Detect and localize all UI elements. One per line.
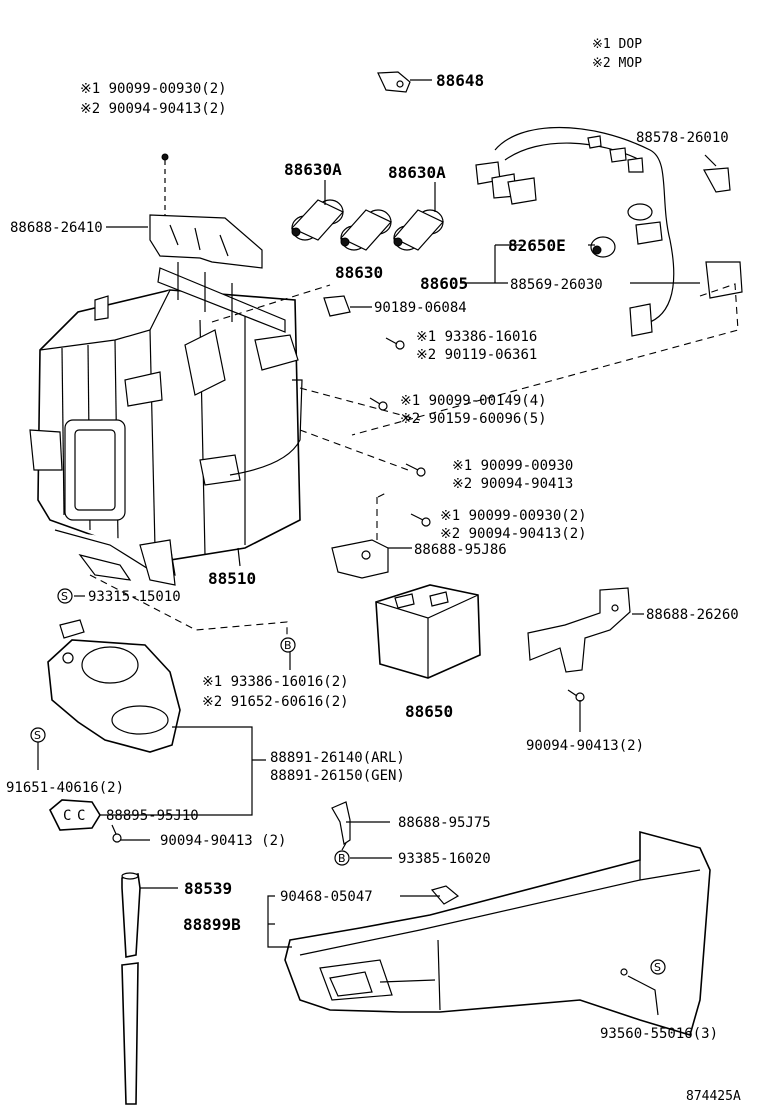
dashed-leaders xyxy=(89,283,739,638)
label-s1-93386: ※1 93386-16016 xyxy=(416,329,537,345)
label-88630: 88630 xyxy=(335,263,383,282)
label-88605: 88605 xyxy=(420,274,468,293)
label-s1-90099-930: ※1 90099-00930 xyxy=(452,458,573,474)
pipe-88539-drawing xyxy=(121,872,141,1105)
label-88650: 88650 xyxy=(405,702,453,721)
label-88891-gen: 88891-26150(GEN) xyxy=(270,768,405,784)
label-s1-90099-930-2: ※1 90099-00930(2) xyxy=(440,508,587,524)
callout-s-91651 xyxy=(30,727,46,743)
grommet-88895-drawing: C C xyxy=(49,799,101,831)
label-88569: 88569-26030 xyxy=(510,277,603,293)
label-88630a-2: 88630A xyxy=(388,163,446,182)
label-88510: 88510 xyxy=(208,569,256,588)
label-88891-arl: 88891-26140(ARL) xyxy=(270,750,405,766)
label-90094-left: 90094-90413 (2) xyxy=(160,833,286,849)
label-88539: 88539 xyxy=(184,879,232,898)
bracket-95j86-drawing xyxy=(331,539,389,579)
label-90468: 90468-05047 xyxy=(280,889,373,905)
label-88688-95j75: 88688-95J75 xyxy=(398,815,491,831)
label-88688-26410: 88688-26410 xyxy=(10,220,103,236)
label-93385: 93385-16020 xyxy=(398,851,491,867)
label-88688-95j86: 88688-95J86 xyxy=(414,542,507,558)
label-s2-90159: ※2 90159-60096(5) xyxy=(400,411,547,427)
callout-b-93385 xyxy=(334,850,350,866)
label-93315: 93315-15010 xyxy=(88,589,181,605)
label-82650e: 82650E xyxy=(508,236,566,255)
label-93560: 93560-55016(3) xyxy=(600,1026,718,1042)
label-s1-90099-149: ※1 90099-00149(4) xyxy=(400,393,547,409)
clip-90189-drawing xyxy=(323,295,372,317)
svg-text:C: C xyxy=(77,808,85,824)
duct-88891-drawing xyxy=(47,619,181,753)
label-88895: 88895-95J10 xyxy=(106,808,199,824)
label-top-s1: ※1 90099-00930(2) xyxy=(80,81,227,97)
connector-88648-drawing xyxy=(377,71,432,93)
label-top-s2: ※2 90094-90413(2) xyxy=(80,101,227,117)
label-88648: 88648 xyxy=(436,71,484,90)
label-88630a-1: 88630A xyxy=(284,160,342,179)
label-s2-90094-413: ※2 90094-90413 xyxy=(452,476,573,492)
svg-text:C: C xyxy=(63,808,71,824)
label-88578: 88578-26010 xyxy=(636,130,729,146)
legend-dop: ※1 DOP xyxy=(592,37,642,52)
cover-88899b-drawing xyxy=(284,830,711,1036)
label-88899b: 88899B xyxy=(183,915,241,934)
legend: ※1 DOP ※2 MOP xyxy=(592,37,642,71)
label-s2-90119: ※2 90119-06361 xyxy=(416,347,537,363)
callout-b-93386 xyxy=(280,637,296,653)
callout-s-91651-letter: S xyxy=(34,729,41,742)
legend-mop: ※2 MOP xyxy=(592,56,642,71)
callout-s-93315-letter: S xyxy=(61,590,68,603)
heater-unit-drawing xyxy=(29,262,303,586)
control-unit-88650-drawing xyxy=(375,584,481,679)
callout-s-93560 xyxy=(650,959,666,975)
label-90189: 90189-06084 xyxy=(374,300,467,316)
label-s2-90094-413-2: ※2 90094-90413(2) xyxy=(440,526,587,542)
callout-b-93385-letter: B xyxy=(338,852,346,865)
label-91651: 91651-40616(2) xyxy=(6,780,124,796)
screws-drawing xyxy=(111,337,585,843)
label-b-s1: ※1 93386-16016(2) xyxy=(202,674,349,690)
callout-b-93386-letter: B xyxy=(284,639,292,652)
bracket-26260-drawing xyxy=(527,587,631,673)
callout-circles: S B S B S xyxy=(30,588,666,975)
bracket-95j75-drawing xyxy=(331,801,351,846)
bracket-88688-26410-drawing xyxy=(149,153,263,269)
label-b-s2: ※2 91652-60616(2) xyxy=(202,694,349,710)
actuators-drawing xyxy=(290,180,444,251)
callout-s-93560-letter: S xyxy=(654,961,661,974)
wire-harness-drawing xyxy=(475,126,743,337)
part-labels: ※1 90099-00930(2) ※2 90094-90413(2) 8864… xyxy=(6,71,741,1104)
callout-s-93315 xyxy=(57,588,73,604)
diagram-code: 874425A xyxy=(686,1089,741,1104)
label-88688-26260: 88688-26260 xyxy=(646,607,739,623)
label-90094-right: 90094-90413(2) xyxy=(526,738,644,754)
